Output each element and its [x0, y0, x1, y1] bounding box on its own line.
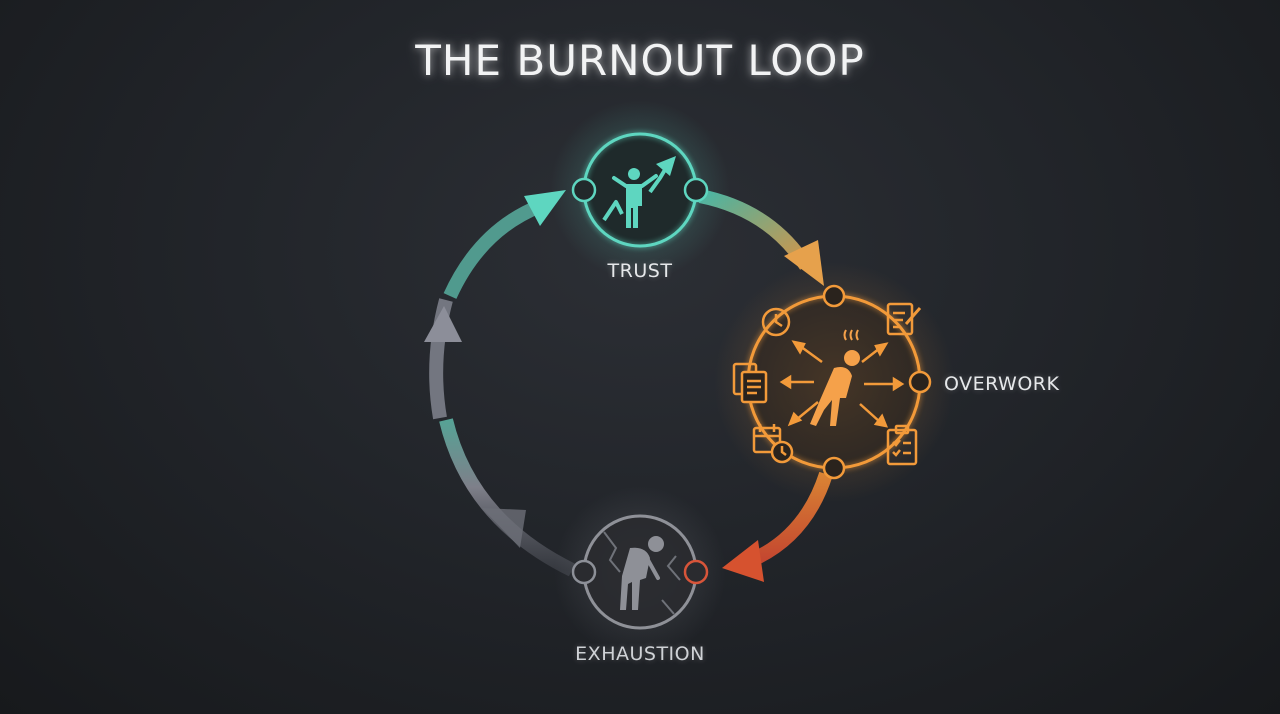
- overwork-node: [714, 262, 954, 502]
- stressed-person-icon: [810, 329, 860, 426]
- checklist-icon: [886, 424, 918, 466]
- crack-lines: [603, 531, 681, 615]
- exhaustion-node: [554, 486, 726, 658]
- overwork-label: OVERWORK: [944, 373, 1060, 395]
- exhausted-person-icon: [620, 536, 664, 610]
- trust-node: [550, 100, 730, 280]
- arrow-exhaustion-to-trust: [424, 190, 576, 577]
- clock-icon: [761, 307, 791, 337]
- diagram-title: THE BURNOUT LOOP: [415, 36, 865, 85]
- documents-icon: [732, 362, 768, 404]
- trust-label: TRUST: [607, 260, 673, 282]
- exhaustion-label: EXHAUSTION: [575, 643, 705, 665]
- person-growth-icon: [602, 156, 676, 228]
- calendar-clock-icon: [752, 424, 794, 464]
- pressure-arrows: [779, 340, 905, 428]
- edit-document-icon: [886, 302, 922, 336]
